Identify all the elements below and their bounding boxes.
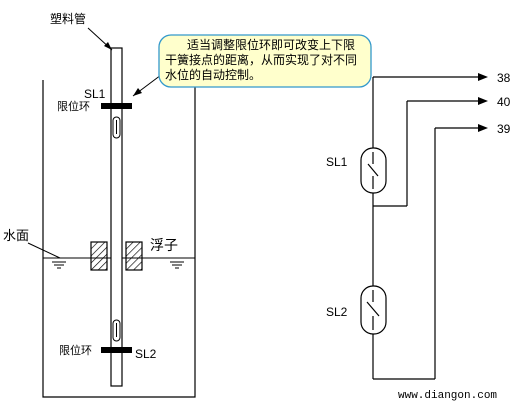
terminal-40-arrow — [478, 97, 488, 105]
circuit-reed-sl1 — [360, 147, 387, 194]
watermark: www.diangon.com — [398, 390, 497, 402]
callout-box — [158, 34, 372, 88]
plastic-pipe — [110, 47, 123, 387]
circuit-sl1-label: SL1 — [326, 155, 348, 169]
water-surface-label: 水面 — [3, 229, 29, 244]
water-level-symbol-right — [170, 261, 184, 269]
limit-ring-bottom-label: 限位环 — [59, 343, 92, 357]
circuit-reed-sl2 — [360, 285, 387, 335]
pipe-leader-arrowhead — [104, 42, 112, 50]
terminal-39-arrow — [478, 124, 488, 132]
terminal-39-label: 39 — [497, 122, 511, 136]
float-right — [125, 241, 143, 271]
terminal-38-arrow — [478, 73, 488, 81]
limit-ring-bottom — [101, 347, 132, 353]
water-label-leader — [27, 242, 61, 259]
limit-ring-top-label: 限位环 — [57, 99, 90, 113]
tank-outline — [42, 80, 196, 398]
terminal-38-label: 38 — [497, 71, 511, 85]
water-level-symbol-left — [52, 261, 66, 269]
float-left — [90, 241, 108, 271]
callout-text: 适当调整限位环即可改变上下限干簧接点的距离，从而实现了对不同水位的自动控制。 — [165, 38, 358, 82]
sl2-label: SL2 — [135, 347, 157, 361]
circuit-sl2-label: SL2 — [326, 305, 348, 319]
float-label: 浮子 — [150, 238, 178, 254]
circuit — [372, 76, 478, 380]
sl1-label: SL1 — [84, 87, 106, 101]
limit-ring-top — [101, 103, 132, 109]
pipe-label: 塑料管 — [50, 11, 86, 26]
terminal-40-label: 40 — [497, 95, 511, 109]
